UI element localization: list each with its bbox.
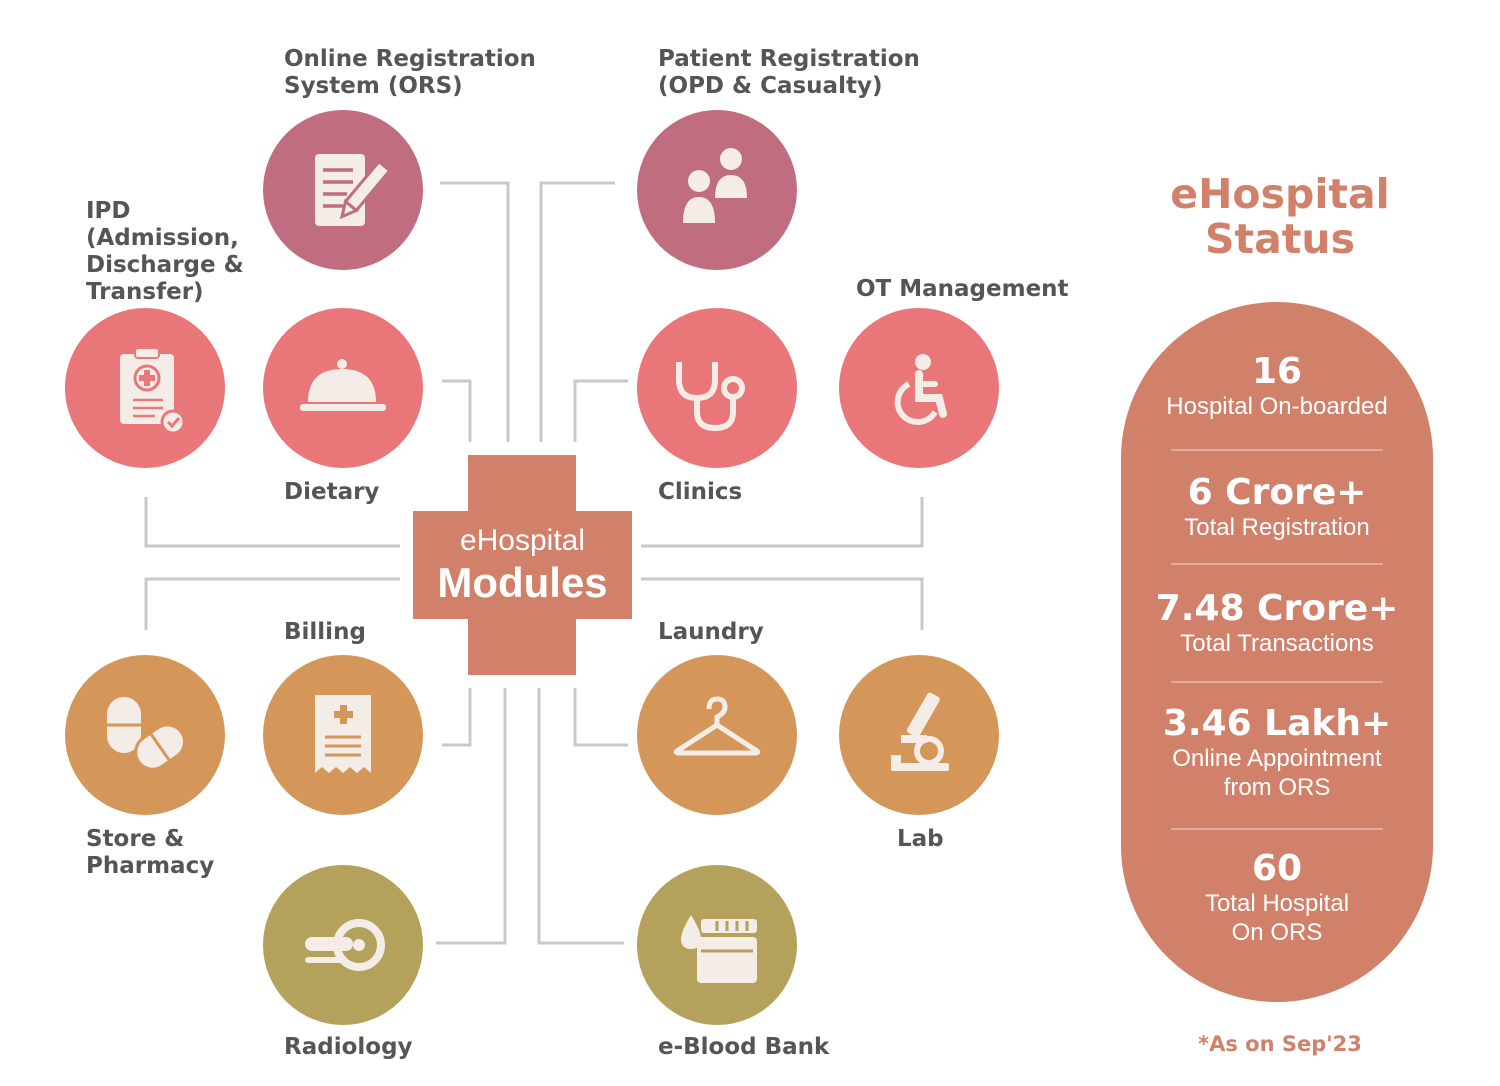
status-item-hospitals: 16 Hospital On-boarded [1121,352,1433,421]
module-label-billing: Billing [284,619,366,645]
module-lab-circle [839,655,999,815]
module-label-radiology: Radiology [284,1034,413,1060]
stethoscope-icon [676,362,745,432]
module-billing-circle [263,655,423,815]
document-pen-icon [315,154,392,226]
status-item-registration: 6 Crore+ Total Registration [1121,473,1433,542]
module-laundry-circle [637,655,797,815]
patients-icon [683,148,747,223]
module-label-laundry: Laundry [658,619,764,645]
food-cloche-icon [300,359,386,411]
module-label-store-pharmacy: Store & Pharmacy [86,826,215,879]
module-radiology-circle [263,865,423,1025]
status-title: eHospital Status [1170,170,1390,263]
status-value: 16 [1251,351,1303,392]
hub-title-line1: eHospital [459,524,586,557]
status-desc: Hospital On-boarded [1166,393,1388,420]
status-divider [1171,828,1383,830]
status-value: 3.46 Lakh+ [1162,703,1392,744]
status-divider [1171,449,1383,451]
status-value: 60 [1251,848,1303,889]
module-label-clinics: Clinics [658,479,743,505]
module-patient-registration-circle [637,110,797,270]
status-desc: Total Registration [1184,514,1370,541]
module-label-lab: Lab [897,826,944,852]
module-ipd-circle [65,308,225,468]
status-item-ors-hospitals: 60 Total Hospital On ORS [1121,849,1433,947]
status-value: 6 Crore+ [1187,472,1367,513]
status-desc: Total Hospital On ORS [1204,890,1350,946]
hanger-icon [673,696,761,756]
module-label-dietary: Dietary [284,479,380,505]
module-ors-circle [263,110,423,270]
status-desc: Online Appointment from ORS [1172,745,1382,801]
module-label-ot-management: OT Management [856,276,1069,302]
status-panel [1121,302,1433,1002]
status-footnote: *As on Sep'23 [1198,1032,1362,1056]
status-value: 7.48 Crore+ [1155,588,1399,629]
mri-scanner-icon [305,919,385,971]
module-label-ors: Online Registration System (ORS) [284,46,536,99]
hub-cross-horizontal [413,511,632,619]
microscope-icon [891,692,949,771]
pills-icon [107,697,186,771]
status-desc: Total Transactions [1180,630,1374,657]
module-store-pharmacy-circle [65,655,225,815]
status-divider [1171,681,1383,683]
blood-sample-icon [681,915,757,983]
module-label-patient-registration: Patient Registration (OPD & Casualty) [658,46,920,99]
module-label-e-blood-bank: e-Blood Bank [658,1034,830,1060]
clipboard-medical-icon [120,347,186,435]
module-ot-management-circle [839,308,999,468]
status-item-transactions: 7.48 Crore+ Total Transactions [1121,589,1433,658]
hub-title-line2: Modules [437,559,608,606]
medical-bill-icon [315,695,371,773]
status-divider [1171,563,1383,565]
module-e-blood-bank-circle [637,865,797,1025]
module-label-ipd: IPD (Admission, Discharge & Transfer) [86,198,244,305]
wheelchair-icon [894,354,947,426]
status-item-appointments: 3.46 Lakh+ Online Appointment from ORS [1121,704,1433,802]
module-clinics-circle [637,308,797,468]
module-dietary-circle [263,308,423,468]
